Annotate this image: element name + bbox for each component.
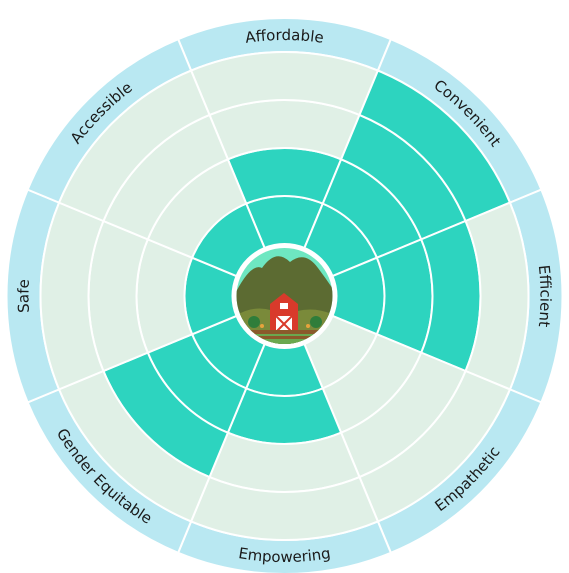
barn-landscape-icon: [234, 246, 335, 346]
category-label-efficient: Efficient: [535, 264, 555, 328]
category-label-safe: Safe: [14, 279, 33, 314]
segment-affordable-level-2: [226, 147, 343, 205]
segment-safe-level-2: [135, 238, 194, 354]
category-label-empowering: Empowering: [237, 544, 332, 566]
segment-efficient-level-2: [375, 238, 434, 354]
segments-group: [5, 17, 564, 573]
segment-accessible-level-4: [57, 69, 211, 223]
segment-empowering-level-2: [226, 387, 343, 445]
category-label-affordable: Affordable: [244, 26, 325, 47]
